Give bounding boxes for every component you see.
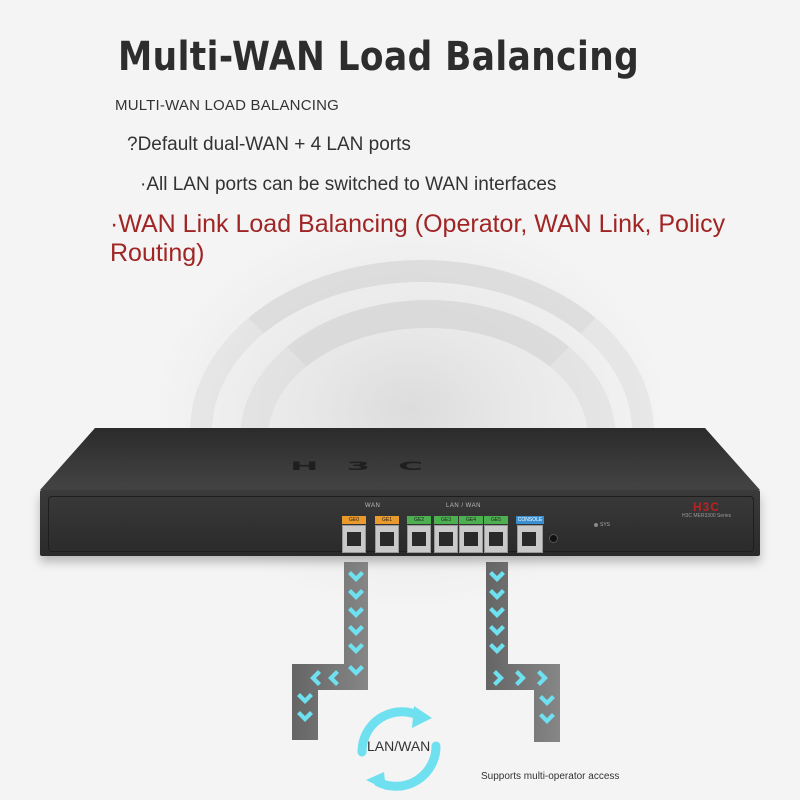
- router-front-bezel: [48, 496, 754, 552]
- port-tag-ge3: GE3: [434, 516, 458, 524]
- sys-label: SYS: [600, 522, 611, 528]
- chevron-down-icon: [539, 713, 555, 724]
- port-tag-ge5: GE5: [484, 516, 508, 524]
- chevron-right-icon: [515, 670, 526, 686]
- ethernet-port-ge3[interactable]: [434, 525, 458, 553]
- chevron-down-icon: [297, 693, 313, 704]
- arrow-head-icon: [412, 706, 432, 728]
- console-port[interactable]: [517, 525, 543, 553]
- port-tag-ge1: GE1: [375, 516, 399, 524]
- feature-line-2: ·All LAN ports can be switched to WAN in…: [140, 174, 557, 195]
- router-top-logo: H3C: [290, 459, 452, 473]
- chevron-down-icon: [489, 571, 505, 582]
- chevron-down-icon: [489, 625, 505, 636]
- swap-cycle-icon: [357, 707, 441, 791]
- arrow-head-icon: [366, 772, 386, 790]
- chevron-left-icon: [328, 670, 339, 686]
- wan-group-label: WAN: [365, 503, 381, 509]
- port-tag-ge2: GE2: [407, 516, 431, 524]
- router-front-panel: [40, 490, 760, 556]
- port-tag-ge4: GE4: [459, 516, 483, 524]
- chevron-down-icon: [348, 589, 364, 600]
- chevron-down-icon: [489, 643, 505, 654]
- chevron-down-icon: [539, 695, 555, 706]
- ethernet-port-ge1[interactable]: [375, 525, 399, 553]
- console-tag: CONSOLE: [516, 516, 544, 524]
- chevron-down-icon: [348, 665, 364, 676]
- chevron-down-icon: [489, 589, 505, 600]
- lan-group-label: LAN / WAN: [446, 503, 481, 509]
- ethernet-port-ge4[interactable]: [459, 525, 483, 553]
- lan-wan-badge: LAN/WAN: [367, 738, 431, 754]
- chevron-down-icon: [297, 711, 313, 722]
- ethernet-port-ge2[interactable]: [407, 525, 431, 553]
- chevron-down-icon: [348, 607, 364, 618]
- router-top-panel: [40, 428, 760, 490]
- chevron-down-icon: [348, 625, 364, 636]
- ethernet-port-ge5[interactable]: [484, 525, 508, 553]
- feature-line-1: ?Default dual-WAN + 4 LAN ports: [127, 134, 411, 155]
- sys-led-icon: [594, 523, 598, 527]
- page-title: Multi-WAN Load Balancing: [118, 34, 640, 80]
- feature-line-3: ·WAN Link Load Balancing (Operator, WAN …: [110, 210, 726, 267]
- brand-logo: H3C: [693, 500, 721, 514]
- model-label: H3C MER3300 Series: [682, 513, 732, 519]
- reset-button[interactable]: [549, 534, 558, 543]
- chevron-down-icon: [348, 643, 364, 654]
- chevron-down-icon: [489, 607, 505, 618]
- port-tag-ge0: GE0: [342, 516, 366, 524]
- chevron-right-icon: [537, 670, 548, 686]
- caption: Supports multi-operator access: [481, 771, 620, 782]
- ethernet-port-ge0[interactable]: [342, 525, 366, 553]
- chevron-right-icon: [493, 670, 504, 686]
- chevron-left-icon: [310, 670, 321, 686]
- page-subtitle: MULTI-WAN LOAD BALANCING: [115, 97, 339, 114]
- chevron-down-icon: [348, 571, 364, 582]
